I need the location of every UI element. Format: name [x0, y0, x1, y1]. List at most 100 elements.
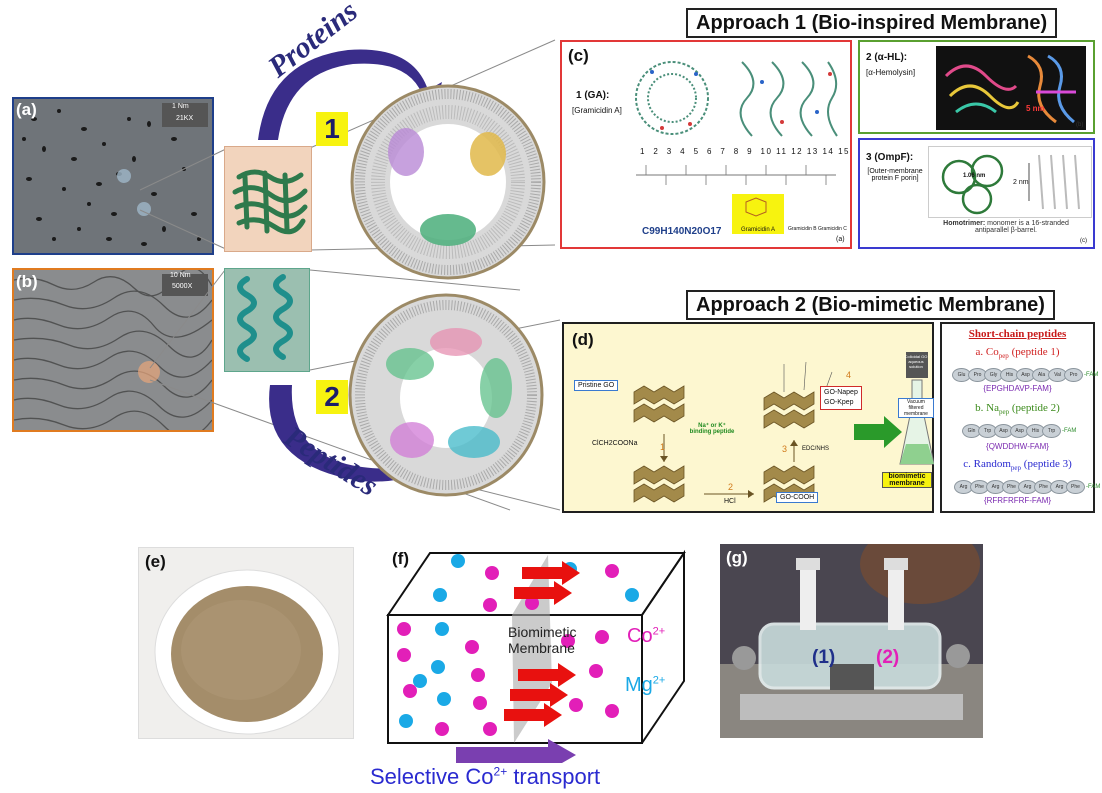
hl-title: 2 (α-HL): — [866, 52, 908, 63]
hl-corner: (b) — [1076, 122, 1084, 128]
mg-charge: 2+ — [652, 674, 666, 687]
ompf-width: 2 nm — [1013, 179, 1029, 186]
peptides-arrow — [269, 385, 450, 482]
step-2: 2 — [728, 482, 734, 492]
panel-label-g: (g) — [726, 548, 748, 567]
vacuum-label: Vacuum filtered membrane — [898, 398, 934, 418]
co-ion — [397, 622, 411, 636]
fam-tag: -FAM — [1062, 427, 1077, 434]
membrane-ring-2 — [348, 293, 544, 497]
ga-name: [Gramicidin A] — [572, 106, 622, 115]
ompf-image: 1.06 nm 2 nm — [928, 146, 1092, 218]
cell-2-label: (2) — [876, 647, 900, 668]
mg-symbol: Mg — [625, 674, 653, 696]
peptide-a-heading: a. Copep (peptide 1) — [942, 346, 1093, 360]
co-ion — [595, 630, 609, 644]
peptide-c-seq: {RFRFRFRF-FAM} — [983, 496, 1052, 505]
sem-b-mag: 5000X — [172, 283, 193, 290]
sequence-chain — [636, 165, 836, 185]
panel-label-b: (b) — [16, 272, 38, 291]
ompf-pore-size: 1.06 nm — [963, 173, 986, 179]
sem-image-b — [12, 268, 214, 432]
ompf-note-text: monomer is a 16-stranded antiparallel β-… — [975, 220, 1069, 234]
reagent-2: HCl — [724, 498, 736, 505]
mg-ion-label: Mg2+ — [625, 674, 665, 697]
co-ion — [561, 634, 575, 648]
mg-ion — [433, 588, 447, 602]
co-ion — [525, 596, 539, 610]
colloid-label: Colloidal GO aqueous solution — [904, 354, 928, 369]
go-pep-labels: GO-Napep GO-Kpep — [820, 386, 862, 410]
gramicidin-a-highlight: Gramicidin A — [732, 194, 784, 234]
co-ion — [569, 698, 583, 712]
sem-b-texture — [14, 270, 212, 430]
step-3: 3 — [782, 444, 788, 454]
ompf-name: [Outer-membrane protein F porin] — [867, 168, 923, 182]
peptide-b-sub: pep — [999, 408, 1010, 417]
co-ion — [485, 566, 499, 580]
transport-pre: Selective Co — [370, 764, 494, 789]
mg-ion — [625, 588, 639, 602]
peptide-c-paren: (peptide 3) — [1021, 458, 1072, 470]
mg-ion — [451, 554, 465, 568]
panel-label-d: (d) — [572, 330, 594, 349]
biomimetic-membrane-label: biomimetic membrane — [882, 472, 932, 488]
amino-acid-bead: Trp — [1042, 423, 1061, 438]
proteins-arrow — [258, 49, 442, 140]
transport-caption: Selective Co2+ transport — [370, 764, 600, 790]
hl-structure — [944, 54, 1076, 124]
peptide-c-label: c. Random — [963, 458, 1011, 470]
panel-label-c: (c) — [568, 46, 589, 65]
sequence-numbers: 1 2 3 4 5 6 7 8 9 10 11 12 13 14 15 — [640, 147, 850, 156]
panel-e-photo: (e) — [138, 547, 354, 739]
panel-ompf: 3 (OmpF): [Outer-membrane protein F pori… — [858, 138, 1095, 249]
peptide-a-paren: (peptide 1) — [1008, 346, 1060, 358]
co-ion-label: Co2+ — [627, 625, 665, 648]
peptide-a-label: a. Co — [975, 346, 999, 358]
co-symbol: Co — [627, 625, 653, 647]
amino-acid-bead: Gly — [984, 367, 1003, 382]
mg-ion — [431, 660, 445, 674]
alpha-helix-image — [237, 274, 293, 362]
pristine-go-label: Pristine GO — [574, 380, 619, 391]
membrane-text-line2: Membrane — [508, 640, 575, 656]
ompf-title: 3 (OmpF): — [866, 152, 914, 163]
approach-1-header: Approach 1 (Bio-inspired Membrane) — [686, 8, 1058, 38]
panel-label-f: (f) — [392, 549, 409, 568]
fam-tag: -FAM — [1086, 483, 1101, 490]
hl-name: [α-Hemolysin] — [866, 68, 916, 77]
co-charge: 2+ — [652, 625, 666, 638]
sem-a-mag: 21KX — [176, 115, 194, 122]
sem-b-scale: 10 Nm — [170, 272, 191, 279]
panel-g-photo: (g) (1) (2) — [720, 544, 983, 738]
peptide-b-label: b. Na — [975, 402, 999, 414]
cell-setup-image — [720, 544, 983, 738]
peptide-c-sub: pep — [1010, 464, 1022, 473]
membrane-ring-1 — [350, 84, 546, 280]
co-ion — [473, 696, 487, 710]
panel-label-e: (e) — [145, 552, 166, 571]
hl-image: 5 nm — [936, 46, 1086, 130]
go-kpep: GO-Kpep — [824, 399, 854, 406]
gramicidin-b-label: Gramicidin B — [788, 226, 817, 232]
peptides-title: Short-chain peptides — [968, 328, 1067, 340]
approach-badge-2: 2 — [316, 380, 348, 414]
go-napep: GO-Napep — [824, 389, 858, 396]
co-ion — [605, 704, 619, 718]
gramicidin-a-label: Gramicidin A — [740, 227, 775, 233]
membrane-text-line1: Biomimetic — [508, 624, 577, 640]
reagent-1: ClCH2COONa — [592, 440, 638, 447]
protein-tile — [224, 146, 312, 252]
approach-2-header: Approach 2 (Bio-mimetic Membrane) — [686, 290, 1055, 320]
go-cooh-label: GO-COOH — [776, 492, 819, 503]
co-ion — [605, 564, 619, 578]
approach-badge-1: 1 — [316, 112, 348, 146]
gramicidin-c-label: Gramicidin C — [818, 226, 847, 232]
hl-dimension: 5 nm — [1026, 104, 1045, 113]
mg-ion — [399, 714, 413, 728]
ga-title: 1 (GA): — [576, 90, 610, 101]
peptide-b-seq: {QWDDHW-FAM} — [986, 442, 1049, 451]
co-ion — [435, 722, 449, 736]
